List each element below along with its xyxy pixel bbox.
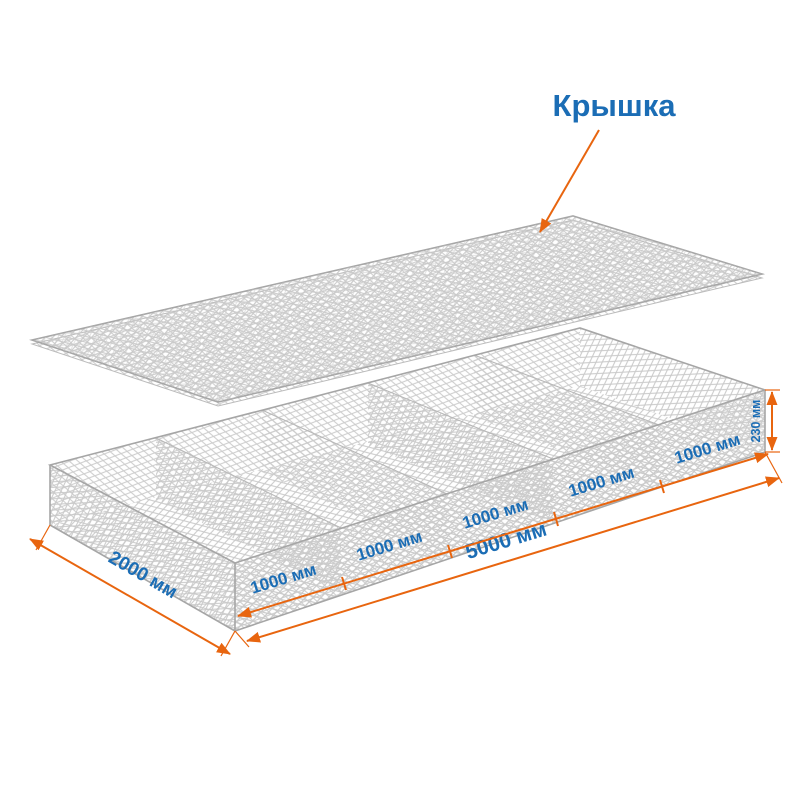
dim-height-230: 230 мм bbox=[749, 389, 780, 453]
lid-callout: Крышка bbox=[539, 88, 677, 233]
dim-height-label: 230 мм bbox=[749, 400, 763, 443]
lid-mesh-panel bbox=[29, 215, 766, 407]
lid-surface-moire bbox=[32, 216, 762, 402]
lid-leader-line bbox=[539, 129, 600, 233]
lid-label: Крышка bbox=[553, 88, 677, 123]
